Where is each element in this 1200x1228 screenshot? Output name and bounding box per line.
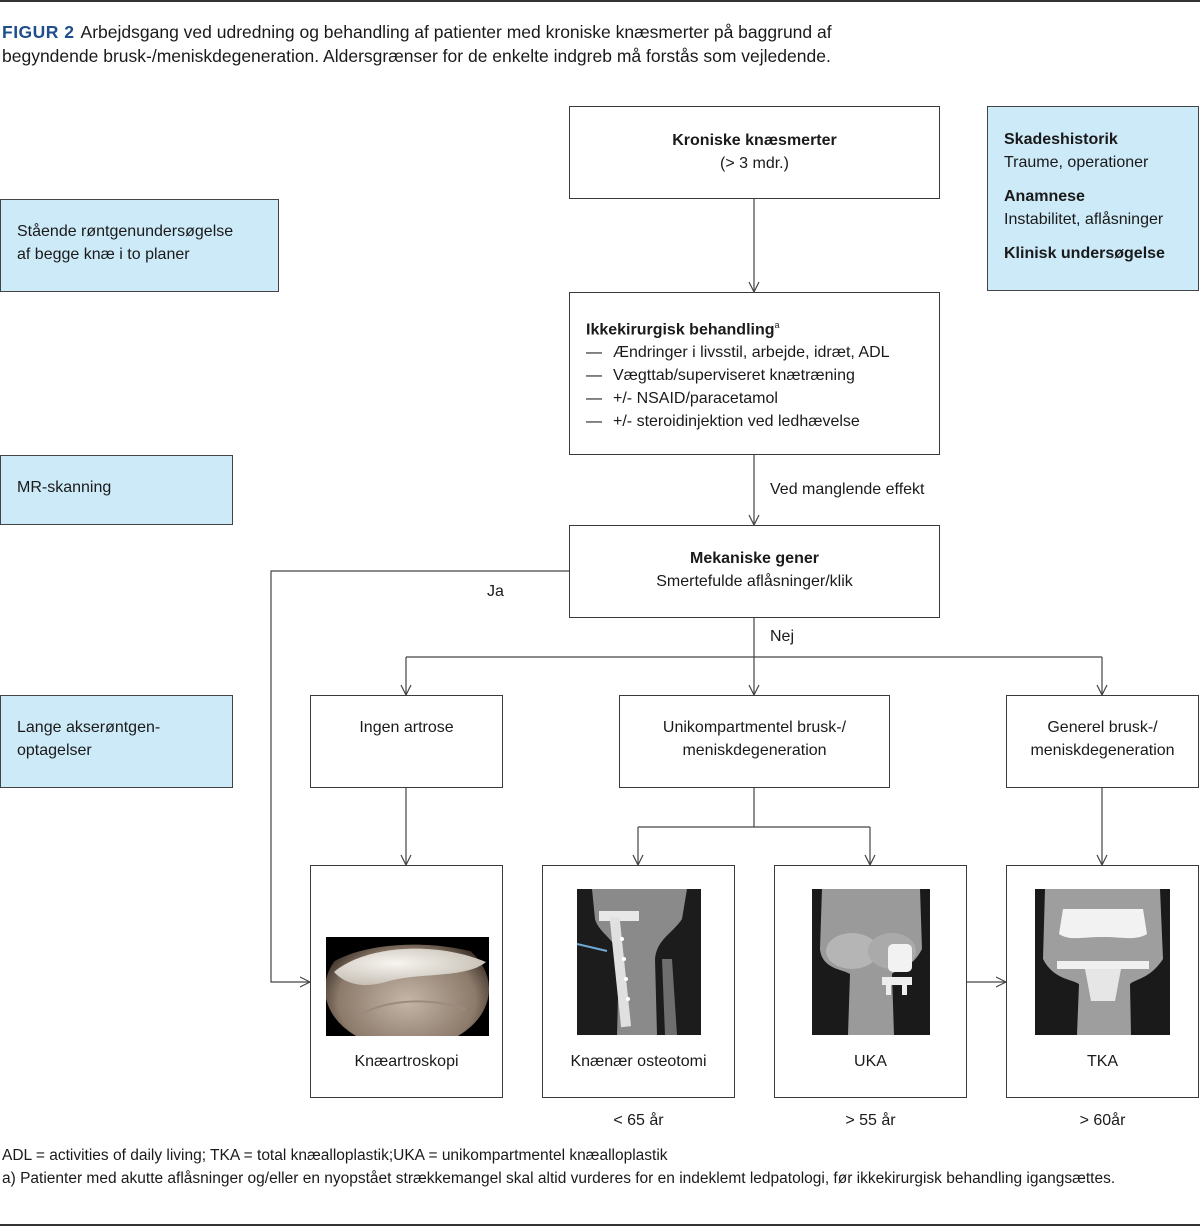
xray-text: Stående røntgenundersøgelse af begge knæ… [17, 223, 234, 263]
footnote-a: a) Patienter med akutte aflåsninger og/e… [2, 1170, 1116, 1187]
history-heading-1: Skadeshistorik [1004, 131, 1118, 148]
long-axis-text: Lange akserøntgen-optagelser [17, 719, 161, 759]
age-tka: > 60år [1079, 1112, 1126, 1129]
list-item: +/- steroidinjektion ved ledhævelse [586, 410, 939, 433]
osteotomy-xray-image [577, 889, 701, 1035]
label-no: Nej [770, 628, 795, 645]
caption-text: Arbejdsgang ved udredning og behandling … [2, 22, 832, 66]
nonsurgical-box: Ikkekirurgisk behandlinga Ændringer i li… [569, 292, 940, 455]
list-item: Vægttab/superviseret knætræning [586, 364, 939, 387]
list-item: +/- NSAID/paracetamol [586, 387, 939, 410]
treatment-osteotomy-box: Knænær osteotomi [542, 865, 735, 1098]
category-general-text: Generel brusk-/ meniskdegeneration [1030, 719, 1175, 759]
category-unicompartmental-box: Unikompartmentel brusk-/ meniskdegenerat… [619, 695, 890, 788]
tka-xray-image [1035, 889, 1170, 1035]
long-axis-box: Lange akserøntgen-optagelser [0, 695, 233, 788]
top-rule [0, 0, 1200, 2]
treatment-name: TKA [1086, 1053, 1119, 1070]
arthroscopy-image [326, 937, 489, 1036]
history-box: Skadeshistorik Traume, operationer Anamn… [987, 106, 1199, 291]
nonsurgical-superscript: a [774, 320, 780, 330]
mechanical-subtitle: Smertefulde aflåsninger/klik [656, 573, 853, 590]
nonsurgical-list: Ændringer i livsstil, arbejde, idræt, AD… [586, 341, 939, 433]
age-uka: > 55 år [845, 1112, 896, 1129]
mri-text: MR-skanning [17, 479, 112, 496]
category-unicompartmental-text: Unikompartmentel brusk-/ meniskdegenerat… [662, 719, 847, 759]
age-osteotomy: < 65 år [613, 1112, 664, 1129]
treatment-arthroscopy-box: Knæartroskopi [310, 865, 503, 1098]
start-title: Kroniske knæsmerter [672, 132, 837, 149]
nonsurgical-title: Ikkekirurgisk behandlinga [586, 314, 939, 341]
label-yes: Ja [487, 583, 504, 600]
treatment-name: Knæartroskopi [354, 1053, 459, 1070]
treatment-tka-box: TKA [1006, 865, 1199, 1098]
label-no-effect: Ved manglende effekt [770, 481, 925, 498]
start-subtitle: (> 3 mdr.) [720, 155, 789, 172]
mechanical-title: Mekaniske gener [690, 550, 819, 567]
history-text-1: Traume, operationer [1004, 154, 1149, 171]
mechanical-box: Mekaniske gener Smertefulde aflåsninger/… [569, 525, 940, 618]
uka-xray-image [812, 889, 930, 1035]
treatment-name: UKA [854, 1053, 887, 1070]
arrow-yes-to-arthroscopy [270, 570, 569, 982]
xray-box: Stående røntgenundersøgelse af begge knæ… [0, 199, 279, 292]
category-none-box: Ingen artrose [310, 695, 503, 788]
nonsurgical-title-text: Ikkekirurgisk behandling [586, 321, 775, 339]
history-text-2: Instabilitet, aflåsninger [1004, 211, 1164, 228]
mri-box: MR-skanning [0, 455, 233, 525]
start-box: Kroniske knæsmerter (> 3 mdr.) [569, 106, 940, 199]
treatment-uka-box: UKA [774, 865, 967, 1098]
category-general-box: Generel brusk-/ meniskdegeneration [1006, 695, 1199, 788]
list-item: Ændringer i livsstil, arbejde, idræt, AD… [586, 341, 939, 364]
category-none-text: Ingen artrose [359, 719, 454, 736]
treatment-name: Knænær osteotomi [570, 1053, 707, 1070]
figure-label: FIGUR 2 [2, 22, 75, 42]
bottom-rule [0, 1224, 1200, 1226]
history-heading-3: Klinisk undersøgelse [1004, 245, 1165, 262]
history-heading-2: Anamnese [1004, 188, 1085, 205]
footnote-abbreviations: ADL = activities of daily living; TKA = … [2, 1147, 668, 1164]
